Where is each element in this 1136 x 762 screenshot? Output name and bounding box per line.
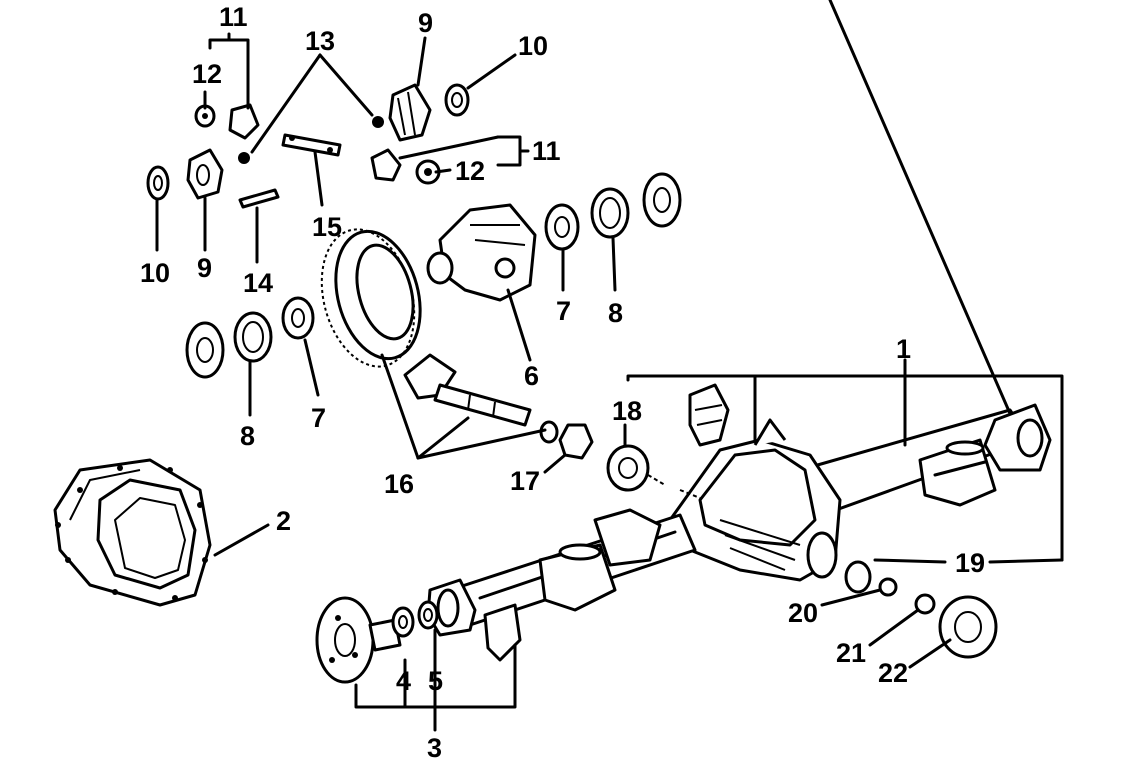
pinion-shaft-pin	[238, 188, 280, 209]
ring-gear	[320, 228, 422, 368]
callout-11-right: 11	[532, 136, 561, 166]
callout-5: 5	[428, 666, 443, 696]
carrier-bearing-left	[281, 296, 315, 340]
differential-case	[426, 203, 537, 302]
callout-9-top: 9	[418, 8, 433, 38]
side-gear-washer-right	[444, 83, 470, 117]
side-gear-left	[186, 148, 224, 200]
callout-12-left: 12	[192, 59, 222, 89]
leader-lines	[155, 32, 1064, 732]
shim-left	[185, 321, 225, 379]
pinion-bearing	[606, 444, 650, 492]
pinion-nut	[539, 420, 594, 460]
bearing-cup-right	[590, 187, 630, 239]
axle-seal	[417, 600, 439, 630]
callout-3: 3	[427, 733, 442, 762]
callout-1: 1	[896, 334, 911, 364]
axle-flange-right	[938, 595, 998, 659]
callout-8-right: 8	[608, 298, 623, 328]
callout-7-left: 7	[311, 403, 326, 433]
callout-17: 17	[510, 466, 540, 496]
side-gear-washer-left	[146, 165, 170, 201]
axle-housing	[426, 0, 1052, 662]
side-gear-right	[388, 83, 432, 142]
callout-8-left: 8	[240, 421, 255, 451]
differential-cover	[53, 458, 212, 607]
callout-16: 16	[384, 469, 414, 499]
callout-10-left: 10	[140, 258, 170, 288]
axle-bearing-right	[878, 577, 898, 597]
lock-bolt	[238, 152, 250, 164]
callout-2: 2	[276, 506, 291, 536]
callout-18: 18	[612, 396, 642, 426]
callout-11-left: 11	[219, 2, 248, 32]
callout-10-top: 10	[518, 31, 548, 61]
pinion-gear	[403, 353, 532, 427]
axle-bearing	[391, 606, 415, 638]
lock-bolt-2	[372, 116, 384, 128]
pinion-gear-left	[228, 103, 260, 140]
callout-12-right: 12	[455, 156, 485, 186]
shim-right	[642, 172, 682, 228]
callout-4: 4	[396, 666, 411, 696]
pinion-gear-right	[370, 148, 402, 182]
callout-19: 19	[955, 548, 985, 578]
callout-20: 20	[788, 598, 818, 628]
callout-21: 21	[836, 638, 866, 668]
callout-13: 13	[305, 26, 335, 56]
callout-6: 6	[524, 361, 539, 391]
callout-22: 22	[878, 658, 908, 688]
callout-15: 15	[312, 212, 342, 242]
axle-shaft-flange	[315, 596, 402, 684]
carrier-bearing-right	[544, 203, 580, 251]
thrust-washer-left	[194, 104, 216, 128]
axle-seal-right	[844, 560, 872, 594]
pinion-shaft	[281, 133, 342, 157]
callout-14: 14	[243, 268, 273, 298]
bearing-cup-left	[233, 311, 273, 363]
callout-9-left: 9	[197, 253, 212, 283]
callout-7-right: 7	[556, 296, 571, 326]
retainer-ring	[914, 593, 936, 615]
